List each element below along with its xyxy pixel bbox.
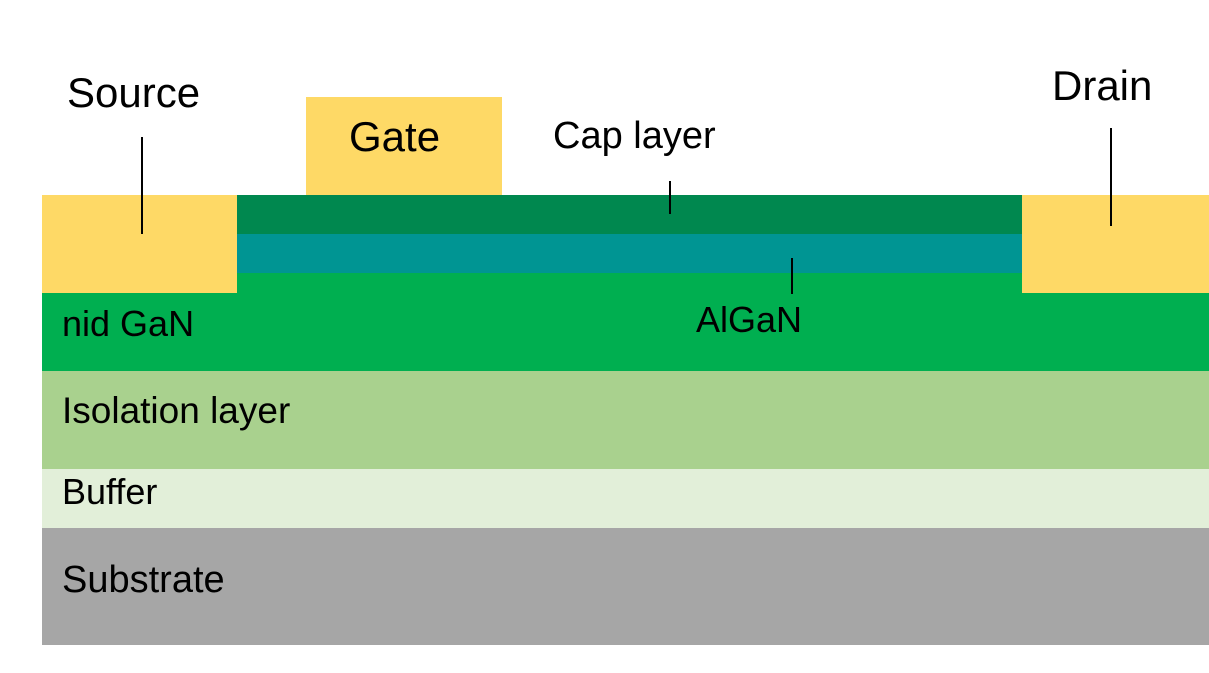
substrate-layer — [42, 528, 1209, 645]
gate-label: Gate — [349, 113, 441, 160]
algan-layer — [237, 234, 1022, 273]
isolation-layer — [42, 371, 1209, 469]
nid-gan-label: nid GaN — [62, 303, 195, 344]
cap-layer — [237, 195, 1022, 234]
source-contact — [42, 195, 237, 293]
source-label: Source — [67, 69, 201, 116]
algan-leader-line — [791, 258, 793, 294]
buffer-layer — [42, 469, 1209, 528]
cap-layer-label: Cap layer — [553, 115, 716, 157]
source-leader-line — [141, 137, 143, 234]
cap-layer-leader-line — [669, 181, 671, 214]
buffer-label: Buffer — [62, 471, 158, 512]
algan-label: AlGaN — [696, 299, 803, 340]
drain-leader-line — [1110, 128, 1112, 226]
isolation-layer-label: Isolation layer — [62, 390, 291, 431]
drain-label: Drain — [1052, 62, 1153, 109]
drain-contact — [1022, 195, 1209, 293]
substrate-label: Substrate — [62, 559, 225, 601]
gate-contact — [306, 97, 502, 195]
